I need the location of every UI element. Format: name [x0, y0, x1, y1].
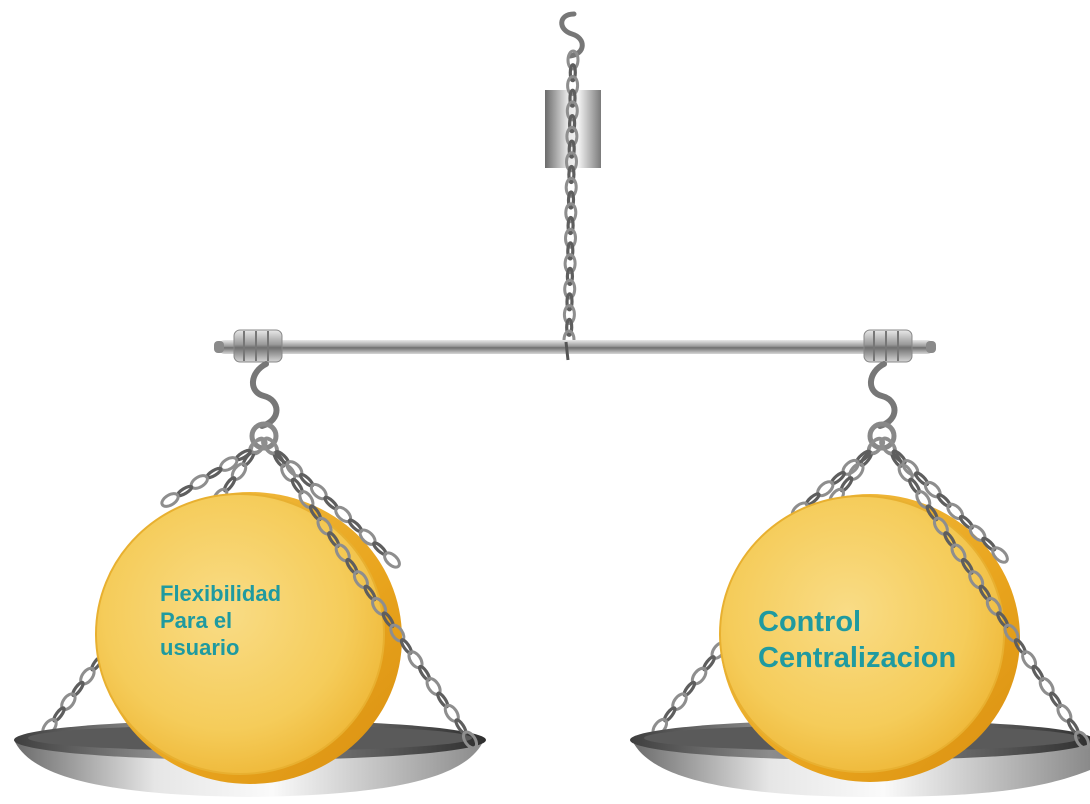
chain-link [566, 75, 580, 96]
chain-link [461, 730, 479, 750]
chain-link [566, 215, 575, 236]
chain-link [567, 139, 576, 159]
chain-link [566, 49, 580, 71]
chain-link [566, 241, 575, 261]
chain-link [563, 253, 577, 275]
right-label-line-2: Centralizacion [758, 642, 957, 675]
left-label-line-3: usuario [160, 634, 240, 660]
chain-link [563, 227, 578, 249]
chain-link [383, 551, 401, 569]
left-label-line-2: Para el [160, 607, 233, 633]
left-coin [95, 492, 402, 784]
chain-link [565, 100, 579, 122]
chain-link [567, 164, 576, 185]
top-chain-icon [562, 49, 580, 351]
chain-link [568, 63, 577, 83]
balance-beam [214, 329, 936, 363]
chain-link [565, 125, 579, 147]
left-hook-icon [249, 361, 280, 451]
left-label-line-1: Flexibilidad [160, 581, 282, 606]
right-hook-icon [867, 361, 898, 451]
right-label-line-1: Control [758, 606, 862, 638]
right-coin-label: Control Centralizacion [758, 604, 956, 677]
chain-link [563, 278, 577, 300]
chain-link [991, 546, 1009, 564]
chain-link [562, 304, 576, 325]
chain-link [568, 88, 577, 108]
top-hook-icon [559, 11, 585, 59]
chain-link [565, 266, 575, 286]
chain-link [564, 202, 578, 224]
chain-link [564, 176, 578, 198]
right-coin [719, 494, 1020, 782]
chain-link [160, 492, 180, 508]
chain-link [564, 151, 579, 173]
left-coin-label: Flexibilidad Para el usuario [160, 581, 281, 661]
chain-link [567, 114, 577, 134]
front-pan-chains [261, 436, 1090, 750]
chain-link [565, 317, 574, 337]
chain-link [566, 190, 576, 210]
chain-link [1074, 730, 1090, 750]
chain-link [565, 292, 574, 312]
